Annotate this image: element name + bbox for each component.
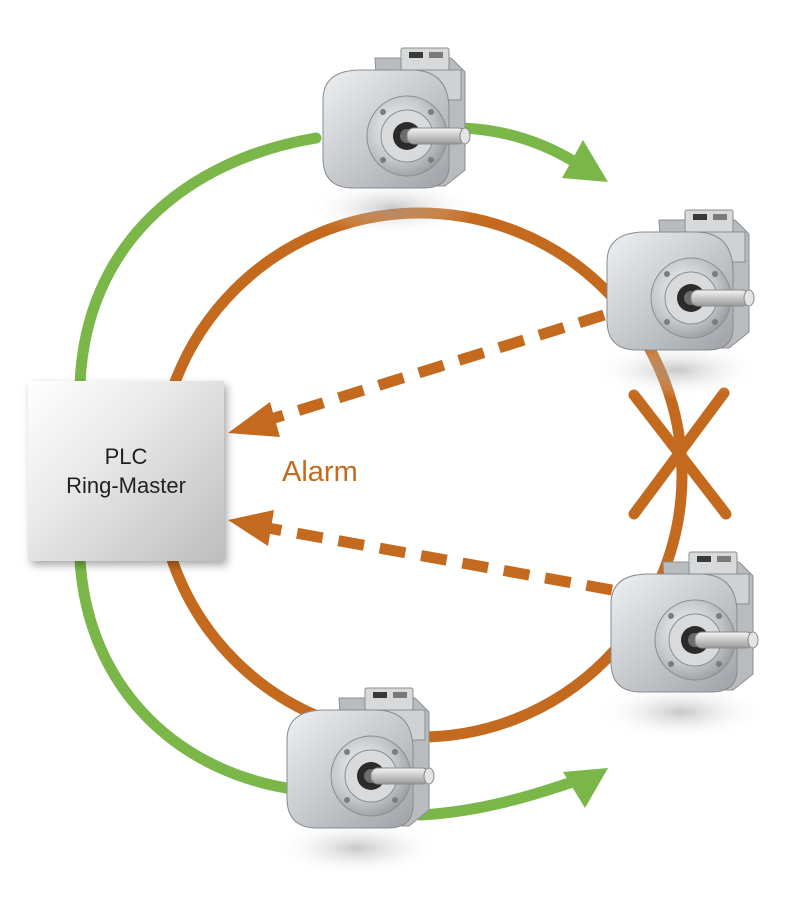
alarm-label: Alarm [282,456,358,488]
encoder-device-bottom [271,687,443,877]
green-arc-top [74,132,322,391]
ring-master-label: Ring-Master [66,473,186,498]
alarm-arrowhead-upper-icon [228,402,280,437]
plc-label: PLC [104,444,148,469]
alarm-dashed-line-upper [266,309,606,426]
encoder-device-right-lower [595,551,767,741]
encoder-device-top [307,47,479,237]
break-cross-icon [628,387,732,520]
encoder-device-right-upper [591,209,763,399]
plc-ring-master-box: PLC Ring-Master [28,381,224,561]
green-arc-bottom [74,554,306,796]
alarm-dashed-line-lower [267,522,613,596]
green-arc-bottom-right [414,774,584,821]
green-arrowhead-bottom-icon [563,768,608,808]
alarm-arrowhead-lower-icon [228,510,274,546]
green-arrowhead-top-icon [562,140,608,182]
orange-ring [152,207,688,743]
green-arc-top-right [456,122,584,170]
